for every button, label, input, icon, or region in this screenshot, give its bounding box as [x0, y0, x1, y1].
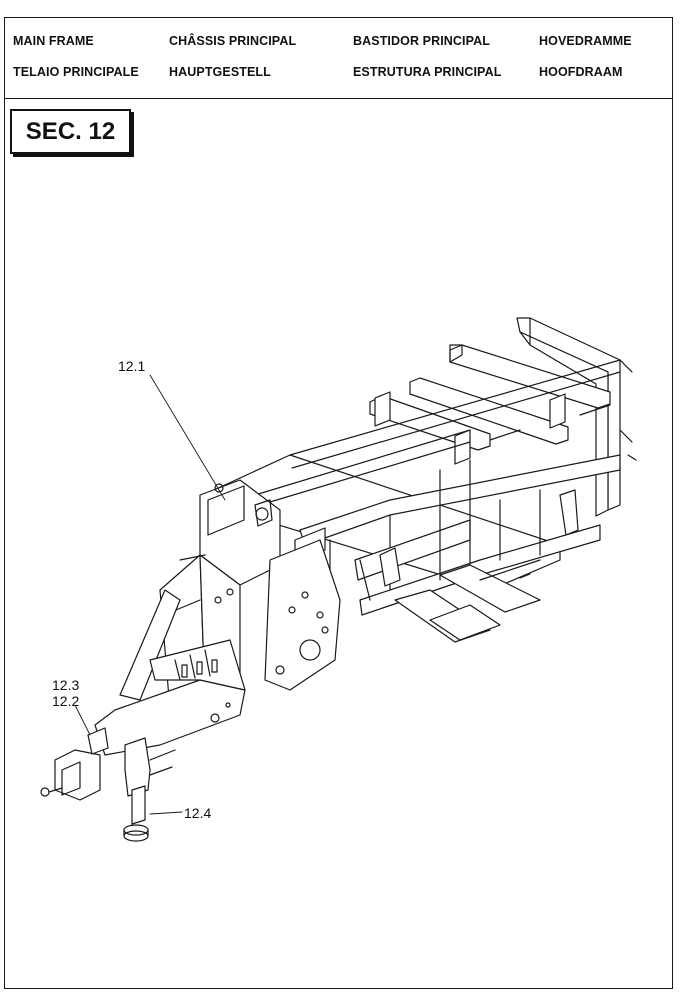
- callout-12-1: 12.1: [118, 358, 146, 374]
- title-danish: HOVEDRAMME: [539, 34, 632, 48]
- section-label: SEC. 12: [25, 117, 116, 145]
- callout-12-2: 12.2: [52, 693, 80, 709]
- rear-upright-frame: [516, 317, 637, 536]
- title-french: CHÂSSIS PRINCIPAL: [169, 34, 297, 48]
- page-frame: [4, 17, 673, 989]
- callout-12-3: 12.3: [52, 677, 80, 693]
- title-spanish: BASTIDOR PRINCIPAL: [353, 34, 490, 48]
- title-dutch: HOOFDRAAM: [539, 65, 623, 79]
- leader-lines: [74, 374, 226, 815]
- section-label-box: SEC. 12: [10, 109, 131, 154]
- title-italian: TELAIO PRINCIPALE: [13, 65, 139, 79]
- title-english: MAIN FRAME: [13, 34, 94, 48]
- header-row-2: TELAIO PRINCIPALE HAUPTGESTELL ESTRUTURA…: [5, 65, 669, 85]
- callout-12-4: 12.4: [184, 805, 212, 821]
- hitch-clevis: [40, 727, 109, 801]
- header-divider: [4, 98, 673, 99]
- top-crossmembers: [369, 344, 611, 465]
- drawbar-tongue: [94, 589, 246, 756]
- lower-floor-section: [394, 559, 541, 643]
- title-portuguese: ESTRUTURA PRINCIPAL: [353, 65, 502, 79]
- header-row-1: MAIN FRAME CHÂSSIS PRINCIPAL BASTIDOR PR…: [5, 34, 669, 54]
- title-german: HAUPTGESTELL: [169, 65, 271, 79]
- side-plates: [264, 539, 401, 691]
- jack-stand: [123, 737, 176, 842]
